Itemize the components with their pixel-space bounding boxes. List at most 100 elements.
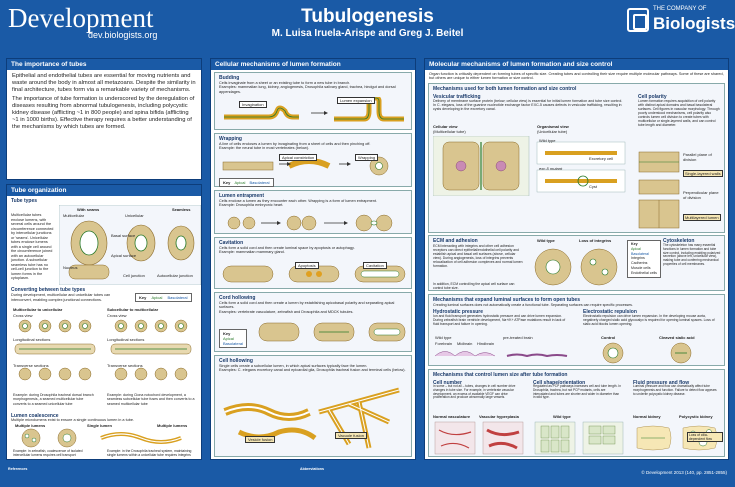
ecm-key-item-endothelial: Endothelial cells (631, 270, 657, 275)
ecm-heading: ECM and adhesion (433, 238, 478, 244)
cell-junction-label: Cell junction (123, 273, 145, 278)
lumen-coalescence-diagram (21, 428, 182, 448)
molecular-intro: Organ function is critically dependent o… (429, 72, 724, 81)
cell-polarity-description: Lumen formation requires acquisition of … (638, 99, 720, 127)
vascular-hyperplasia-label: Vascular hyperplasia (479, 414, 519, 419)
lumen-example-4: Example: in the Drosophila tracheal syst… (107, 449, 192, 457)
transverse-label-right: Transverse sections (107, 363, 143, 368)
cavitation-description: Cells form a solid cord and then create … (219, 246, 355, 250)
converting-example-2: Example: during Ciona notochord developm… (107, 393, 195, 406)
ecm-key-item-cadherins: Cadherins (631, 261, 648, 266)
lumen-entrapment-heading: Lumen entrapment (219, 193, 265, 199)
vesicular-diagram (433, 136, 626, 196)
ecm-section: ECM and adhesion ECM interacting with in… (428, 235, 725, 291)
cell-hollowing-description: Single cells create a subcellular lumen,… (219, 364, 368, 368)
size-control-section: Mechanisms that control lumen size after… (428, 369, 725, 457)
single-lumen-label: Single lumen (87, 423, 112, 428)
wild-type-label-4: Wild type (553, 414, 571, 419)
organization-heading: Tube organization (7, 185, 201, 196)
cell-number-heading: Cell number (433, 380, 462, 386)
ecm-key-item-muscle: Muscle cells (631, 265, 651, 270)
cell-polarity-diagram (638, 151, 680, 229)
longitudinal-label-left: Longitudinal sections (13, 337, 51, 342)
vesicular-description: Delivery of membrane surface protein (be… (433, 99, 623, 112)
multicellular-label: Multicellular (63, 213, 85, 218)
hydrostatic-description: Ion and fluid transport generates hydros… (433, 314, 566, 326)
control-label: Control (601, 335, 616, 340)
expand-heading: Mechanisms that expand luminal surfaces … (433, 297, 580, 303)
cellular-view-label: Cellular view (433, 124, 458, 129)
apoptosis-label: Apoptosis (295, 262, 319, 269)
wild-type-label-2: Wild type (537, 238, 555, 243)
wrapping-key-basolateral: Basolateral (249, 180, 270, 185)
electrostatic-heading: Electrostatic repulsion (583, 309, 637, 315)
abbreviations-label: Abbreviations (300, 467, 324, 471)
ecm-diagram (534, 248, 618, 286)
cellular-heading: Cellular mechanisms of lumen formation (211, 59, 415, 70)
forebrain-label: Forebrain (435, 341, 453, 346)
loss-integrins-label: Loss of integrins (579, 238, 612, 243)
wrapping-key-title: Key (223, 180, 231, 185)
cord-hollowing-examples: Examples: vertebrate vasculature, zebraf… (219, 309, 354, 314)
cord-hollowing-diagram (258, 322, 406, 342)
both-mechanisms-heading: Mechanisms used for both lumen formation… (433, 86, 577, 92)
converting-key: Key Apical Basolateral (135, 293, 192, 302)
lumen-example-3: Example: in zebrafish, coalescence of is… (13, 449, 83, 457)
loss-cilia-label: Loss of cilia-dependent flow (687, 432, 723, 442)
cell-hollowing-diagram (223, 387, 400, 449)
electrostatic-diagram (602, 342, 692, 364)
poster-authors: M. Luisa Iruela-Arispe and Greg J. Beite… (271, 28, 464, 39)
journal-logo[interactable]: Development (8, 3, 154, 33)
vesicular-heading: Vesicular trafficking (433, 94, 481, 100)
importance-heading: The importance of tubes (7, 59, 201, 70)
excretory-cell-label: Excretory cell (589, 156, 614, 161)
multiple-lumens-label-left: Multiple lumens (15, 423, 46, 428)
hindbrain-label: Hindbrain (477, 341, 495, 346)
lumen-entrapment-example: Example: Drosophila embryonic heart. (219, 203, 284, 208)
cytoskeleton-description: The cytoskeleton has many essential func… (663, 243, 721, 266)
expand-description: Creating luminal surfaces does not autom… (433, 303, 633, 307)
cell-shape-heading: Cell shape/orientation (533, 380, 586, 386)
tube-types-heading: Tube types (11, 198, 38, 204)
seamless-tube-drawing (167, 225, 195, 261)
parallel-plane-label: Parallel plane of division (683, 152, 712, 162)
cytoskeleton-heading: Cytoskeleton (663, 238, 695, 244)
ecm-description-2: In addition, ECM controlling the apical … (433, 282, 515, 290)
nucleus-label: Nucleus (63, 265, 78, 270)
cell-shape-diagram (534, 421, 624, 455)
cell-hollowing-heading: Cell hollowing (219, 358, 253, 364)
tube-types-diagram (59, 205, 201, 285)
lumen-entrapment-section: Lumen entrapment Cells enclose a lumen a… (214, 190, 412, 234)
vesicle-fusion-label: Vesicle fusion (245, 436, 276, 443)
references-label: References (8, 467, 28, 471)
multicellular-tube-drawing (68, 220, 110, 280)
with-seams-label: With seams (77, 207, 100, 212)
subcellular-to-multicellular-label: Subcellular to multicellular (107, 307, 159, 312)
ecm-description: ECM interacting with integrins and other… (433, 244, 523, 268)
longitudinal-label-right: Longitudinal sections (107, 337, 145, 342)
tube-types-description: Multicellular tubes enclose lumens, with… (11, 213, 54, 280)
cross-view-label-left: Cross view (13, 313, 33, 318)
converting-key-apical: Apical (151, 295, 163, 300)
lumen-coalescence-heading: Lumen coalescence (11, 413, 59, 419)
cellular-mechanisms-panel: Cellular mechanisms of lumen formation B… (210, 58, 416, 460)
lumen-entrapment-diagram (227, 214, 393, 232)
cavitation-diagram (222, 265, 406, 283)
cavitation-step-label: Cavitation (363, 262, 387, 269)
hydrostatic-heading: Hydrostatic pressure (433, 309, 484, 315)
converting-diagram (14, 319, 192, 381)
importance-paragraph-2: The importance of tube formation is unde… (12, 96, 195, 130)
midbrain-label: Midbrain (457, 341, 473, 346)
publisher-logo[interactable]: THE COMPANY OF Biologists (627, 4, 735, 42)
seamless-label: Seamless (172, 207, 191, 212)
cyst-label: Cyst (589, 184, 597, 189)
cell-polarity-heading: Cell polarity (638, 94, 667, 100)
lumen-coalescence-description: Multiple microlumens exist to ensure a s… (11, 418, 135, 422)
cord-hollowing-section: Cord hollowing Cells form a solid cord a… (214, 292, 412, 352)
multilayered-label: Multilayered lumen (683, 214, 721, 221)
journal-url[interactable]: dev.biologists.org (88, 30, 158, 40)
header: Development dev.biologists.org Tubulogen… (0, 0, 735, 46)
exc-mutant-label: exc-5 mutant (539, 166, 563, 171)
perpendicular-label: Perpendicular plane of division (683, 190, 719, 200)
converting-description: During development, multicellular and un… (11, 293, 111, 302)
